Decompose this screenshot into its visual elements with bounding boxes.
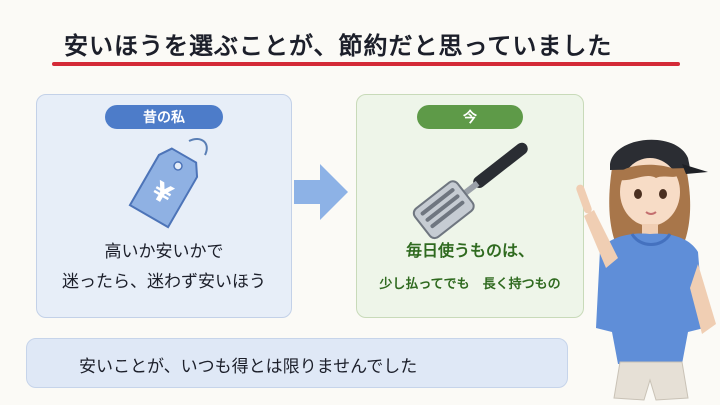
page-title: 安いほうを選ぶことが、節約だと思っていました	[64, 32, 613, 60]
arrow-right-icon	[294, 164, 348, 220]
title-underline	[52, 62, 680, 66]
spatula-icon	[412, 142, 528, 240]
bottom-message-bar: 安いことが、いつも得とは限りませんでした	[26, 338, 568, 388]
now-line-1: 毎日使うものは、	[405, 241, 534, 260]
now-line-2: 少し払ってでも 長く持つもの	[379, 277, 561, 292]
past-line-1: 高いか安いかで	[104, 242, 224, 262]
past-panel: 昔の私 ¥ 高いか安いかで 迷ったら、迷わず安いほう	[36, 94, 292, 318]
now-panel: 今 毎日使うものは、 少し払ってでも 長く持つもの	[356, 94, 584, 318]
person-illustration	[576, 139, 716, 401]
past-line-2: 迷ったら、迷わず安いほう	[62, 272, 266, 292]
now-badge: 今	[417, 105, 523, 129]
price-tag-yen-icon: ¥	[128, 137, 208, 229]
past-badge: 昔の私	[105, 105, 223, 129]
bottom-message: 安いことが、いつも得とは限りませんでした	[79, 357, 418, 377]
